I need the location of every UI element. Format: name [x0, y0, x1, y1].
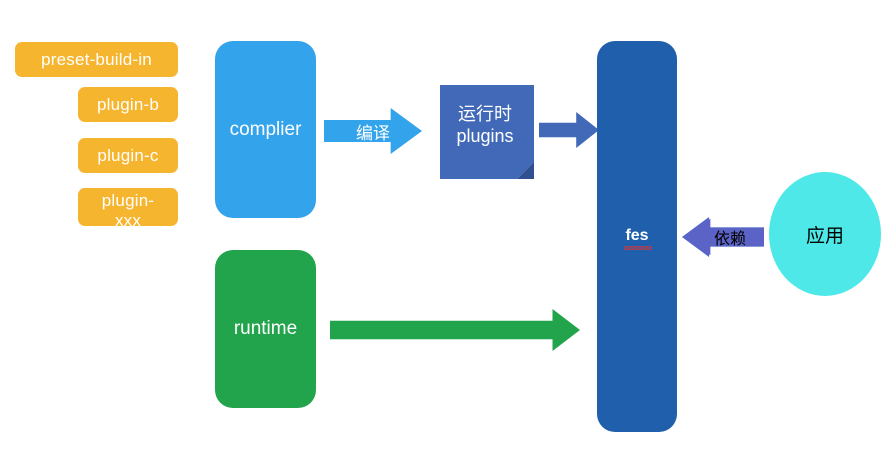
arrow-compile-tail	[324, 122, 332, 140]
plugin-chip-plugin-b[interactable]: plugin-b	[78, 87, 178, 122]
node-runtime-plugins-body: 运行时 plugins	[440, 85, 534, 179]
arrow-runtime-to-fes	[330, 309, 580, 351]
node-runtime-plugins-text: 运行时 plugins	[456, 104, 513, 147]
plugin-chip-preset-build-in[interactable]: preset-build-in	[15, 42, 178, 77]
plugin-chip-label: plugin-c	[97, 145, 159, 165]
plugin-chip-plugin-xxx[interactable]: plugin- xxx	[78, 188, 178, 230]
plugin-chip-plugin-c[interactable]: plugin-c	[78, 138, 178, 173]
arrow-compile: 编译	[324, 108, 422, 154]
arrow-runtime-to-fes-shaft	[330, 309, 580, 351]
node-fes-label-wrap: fes	[624, 227, 652, 250]
plugin-chip-label: preset-build-in	[41, 49, 152, 69]
arrow-runtime-to-fes-tail	[330, 322, 338, 338]
arrow-plugins-to-fes	[539, 112, 599, 148]
node-app[interactable]: 应用	[769, 172, 881, 296]
node-complier[interactable]: complier	[215, 41, 316, 218]
arrow-depend-label: 依赖	[713, 231, 746, 248]
node-complier-label: complier	[229, 118, 302, 140]
node-app-label: 应用	[805, 225, 844, 247]
node-runtime-plugins-line2: plugins	[456, 126, 514, 146]
node-fes[interactable]: fes	[597, 41, 677, 432]
node-runtime[interactable]: runtime	[215, 250, 316, 408]
plugin-chip-label: plugin-b	[96, 94, 160, 114]
plugin-chip-label-line2: xxx	[114, 211, 142, 230]
arrow-depend: 依赖	[682, 217, 764, 257]
node-runtime-plugins-line1: 运行时	[457, 104, 512, 125]
arrow-plugins-to-fes-tail	[539, 123, 547, 137]
arrow-compile-label: 编译	[356, 123, 390, 143]
arrow-plugins-to-fes-shaft	[539, 112, 599, 148]
node-runtime-label: runtime	[233, 318, 298, 340]
spellcheck-underline-icon	[624, 245, 652, 250]
node-runtime-plugins[interactable]: 运行时 plugins	[440, 85, 534, 179]
node-fes-label: fes	[625, 227, 649, 245]
plugin-chip-label-line1: plugin-	[101, 191, 155, 210]
